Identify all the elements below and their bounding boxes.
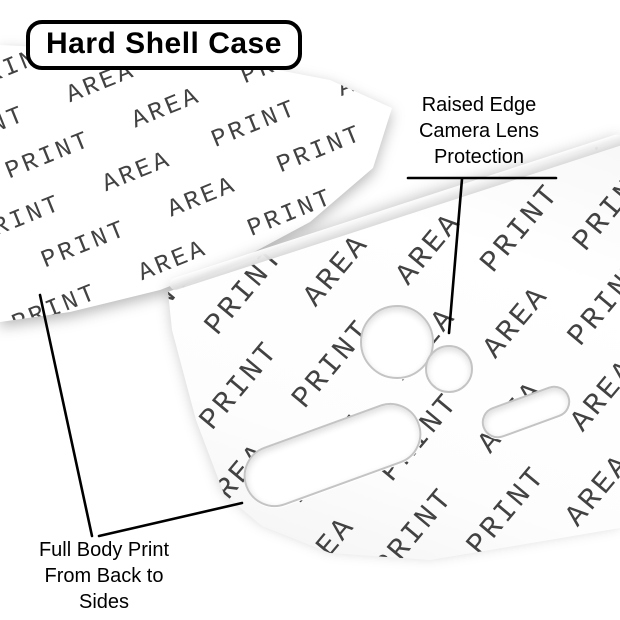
pattern-word: AREA xyxy=(403,0,483,10)
pattern-word: AREA xyxy=(108,363,189,450)
pattern-word: AREA xyxy=(389,206,470,293)
pattern-word: AREA xyxy=(0,0,28,21)
fullbody-annotation: Full Body Print From Back to Sides xyxy=(18,537,190,615)
pattern-word: AREA xyxy=(122,81,203,168)
pattern-word: PRINT xyxy=(474,177,568,281)
camera-lens-cutout-large xyxy=(360,305,434,379)
fullbody-annotation-line: Sides xyxy=(78,591,130,613)
pattern-word: PRINT xyxy=(548,533,620,620)
pattern-word: AREA xyxy=(564,352,620,440)
pattern-word: PRINT xyxy=(305,0,399,39)
pattern-word: PRINT xyxy=(455,554,550,620)
pattern-word: AREA xyxy=(103,458,184,545)
camera-annotation-line: Protection xyxy=(433,146,525,168)
pattern-word: AREA xyxy=(190,531,271,618)
fullbody-annotation-line: From Back to xyxy=(44,565,164,587)
pattern-word: PRINT xyxy=(18,188,113,291)
pattern-word: AREA xyxy=(209,154,290,241)
pattern-word: PRINT xyxy=(24,93,118,197)
pattern-word: PRINT xyxy=(561,251,620,354)
pattern-word: AREA xyxy=(283,510,364,597)
pattern-word: PRINT xyxy=(460,460,555,563)
pattern-word: AREA xyxy=(371,583,451,620)
pattern-word: AREA xyxy=(278,605,358,620)
pattern-word: AREA xyxy=(0,311,9,399)
pattern-word: AREA xyxy=(302,132,383,220)
pattern-word: PRINT xyxy=(566,156,620,259)
pattern-word: AREA xyxy=(16,385,97,472)
pattern-word: PRINT xyxy=(0,115,26,218)
pattern-word: AREA xyxy=(0,217,15,304)
pattern-word: AREA xyxy=(559,447,620,534)
pattern-word: AREA xyxy=(476,279,557,366)
camera-annotation-line: Camera Lens xyxy=(418,120,540,142)
title-text: Hard Shell Case xyxy=(46,27,282,60)
pattern-word: AREA xyxy=(490,0,571,84)
pattern-word: PRINT xyxy=(368,481,462,584)
pattern-word: PRINT xyxy=(111,166,205,270)
camera-annotation-line: Raised Edge xyxy=(421,94,537,116)
pattern-word: AREA xyxy=(214,59,295,146)
pattern-word: AREA xyxy=(583,0,620,62)
camera-annotation: Raised Edge Camera Lens Protection xyxy=(396,92,562,170)
title-box: Hard Shell Case xyxy=(26,20,302,70)
pattern-word: AREA xyxy=(21,290,102,377)
pattern-word: PRINT xyxy=(299,31,394,134)
fullbody-annotation-line: Full Body Print xyxy=(38,539,170,561)
pattern-word: PRINT xyxy=(0,397,12,500)
pattern-word: PRINT xyxy=(193,335,288,438)
camera-lens-cutout-small xyxy=(425,345,473,393)
